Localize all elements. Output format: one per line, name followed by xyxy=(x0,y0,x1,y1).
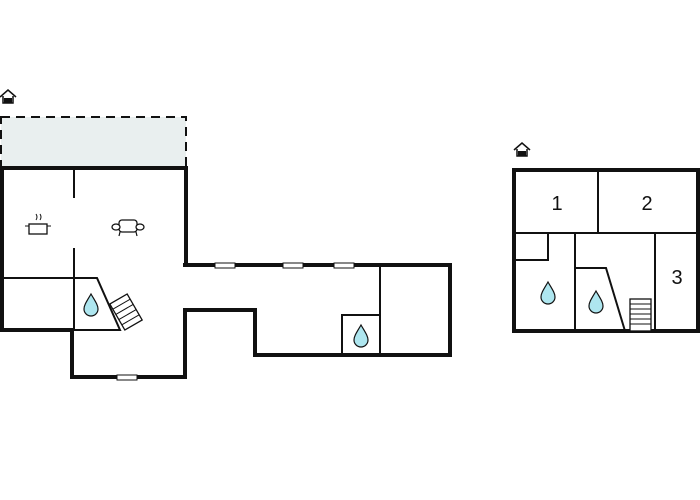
upper-floor-plan: 1 2 3 xyxy=(512,142,700,333)
outer-walls xyxy=(512,168,700,333)
entrance-house-icon xyxy=(513,142,531,157)
ground-floor-plan xyxy=(0,89,452,381)
entrance-house-icon xyxy=(0,89,17,104)
window-icon xyxy=(116,374,138,381)
window-icon xyxy=(333,262,355,269)
window-icon xyxy=(282,262,304,269)
water-drop-icon xyxy=(83,293,99,317)
room-label-1: 1 xyxy=(551,193,562,215)
sofa-icon xyxy=(111,219,145,237)
terrace xyxy=(0,116,187,169)
water-drop-icon xyxy=(353,324,369,348)
stairs-icon xyxy=(108,293,144,331)
window-icon xyxy=(214,262,236,269)
stairs-icon xyxy=(629,298,652,332)
cooking-pot-icon xyxy=(25,213,51,235)
outer-walls xyxy=(0,166,452,379)
water-drop-icon xyxy=(540,281,556,305)
interior-walls xyxy=(514,170,698,332)
water-drop-icon xyxy=(588,290,604,314)
interior-walls xyxy=(2,170,381,355)
room-label-3: 3 xyxy=(671,267,682,289)
room-label-2: 2 xyxy=(641,193,652,215)
